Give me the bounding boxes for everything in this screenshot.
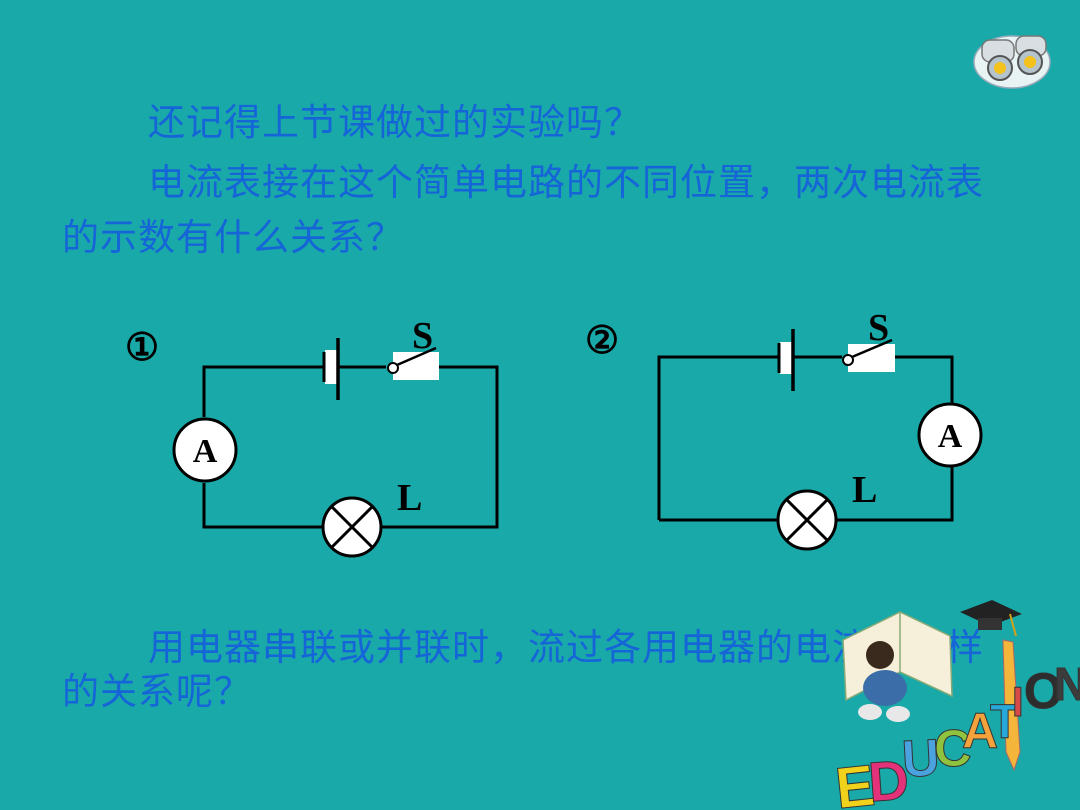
svg-text:U: U — [900, 729, 941, 789]
circuit-1-wire — [382, 365, 499, 529]
circuit-1-number: ① — [125, 327, 159, 369]
svg-text:O: O — [1024, 663, 1063, 719]
circuit-1-switch-label: S — [412, 315, 433, 357]
circuit-2-ammeter: A — [917, 402, 983, 468]
circuit-1-lamp-label: L — [397, 477, 422, 519]
circuit-1-battery — [322, 338, 340, 400]
circuit-1-ammeter-label: A — [193, 433, 218, 470]
pencil-icon — [1002, 639, 1021, 772]
graduation-cap-icon — [960, 600, 1022, 637]
circuit-1-wire-left — [202, 483, 322, 529]
svg-text:N: N — [1054, 658, 1080, 710]
circuit-2-wire-top — [657, 355, 779, 520]
education-letters: E D U C A T I O N — [832, 658, 1080, 810]
binoculars-icon — [973, 35, 1051, 89]
circuit-1-switch — [387, 346, 439, 380]
circuit-2-switch — [842, 338, 895, 372]
circuit-2-wire-bottom — [837, 467, 954, 522]
svg-text:I: I — [1012, 678, 1024, 725]
circuit-2-lamp-label: L — [852, 469, 877, 511]
circuit-2: ② S A L — [585, 307, 983, 551]
circuit-1-wire-top — [202, 365, 324, 417]
question-line-1: 还记得上节课做过的实验吗？ — [148, 101, 642, 144]
circuit-1: ① S A L — [125, 315, 499, 558]
circuit-2-ammeter-label: A — [938, 418, 963, 455]
circuit-2-number: ② — [585, 320, 619, 362]
circuit-2-battery — [777, 329, 795, 391]
circuit-1-ammeter: A — [172, 417, 238, 483]
svg-text:D: D — [866, 748, 911, 810]
svg-text:A: A — [962, 703, 998, 759]
education-decoration: E D U C A T I O N — [832, 600, 1080, 810]
svg-text:E: E — [832, 753, 877, 810]
circuit-1-lamp — [321, 496, 383, 558]
circuit-2-switch-label: S — [868, 307, 889, 349]
svg-text:T: T — [990, 696, 1019, 749]
svg-text:C: C — [934, 720, 972, 778]
circuit-2-lamp — [776, 489, 838, 551]
child-icon — [858, 641, 910, 722]
question-line-2: 电流表接在这个简单电路的不同位置，两次电流表的示数有什么关系？ — [62, 161, 984, 259]
